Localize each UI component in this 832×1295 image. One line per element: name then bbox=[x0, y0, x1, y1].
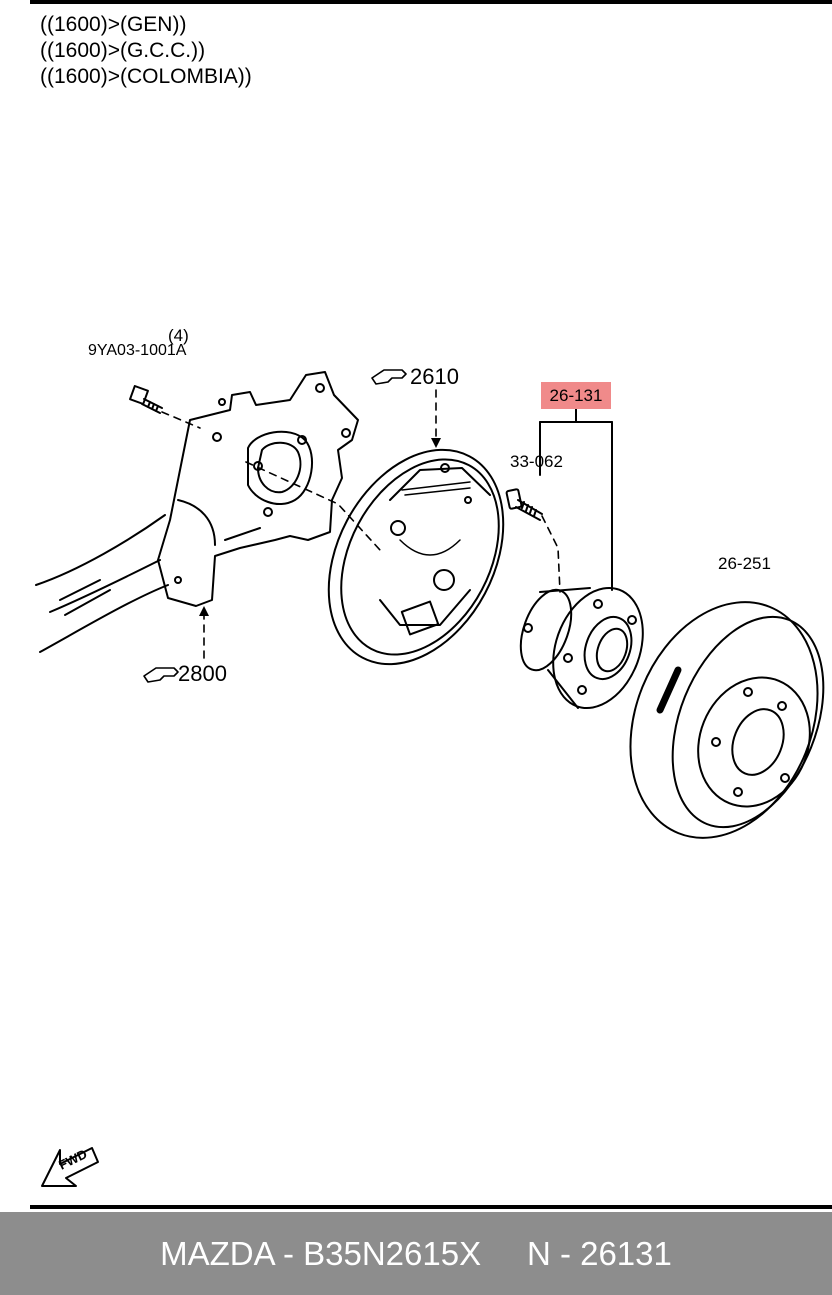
hub-assembly-label[interactable]: 26-131 bbox=[541, 382, 611, 409]
axle-beam bbox=[35, 514, 169, 653]
hand-icon-2610 bbox=[371, 369, 407, 385]
knuckle-ref-label[interactable]: 2800 bbox=[178, 661, 227, 686]
bolt-9ya03 bbox=[129, 385, 163, 414]
footer-brand-part: MAZDA - B35N2615X bbox=[160, 1234, 482, 1272]
hub-bolt-label: 33-062 bbox=[510, 452, 563, 471]
callout-bracket bbox=[539, 407, 613, 591]
backing-plate bbox=[327, 448, 505, 666]
backing-plate-ref-label[interactable]: 2610 bbox=[410, 364, 459, 389]
fwd-arrow bbox=[41, 1147, 99, 1187]
bolt-quantity-label: (4) bbox=[168, 326, 189, 345]
bottom-rule bbox=[30, 1205, 832, 1209]
leader-arrows bbox=[199, 438, 441, 616]
footer-bar: MAZDA - B35N2615X N - 26131 bbox=[0, 1212, 832, 1295]
applicability-header: ((1600)>(GEN)) ((1600)>(G.C.C.)) ((1600)… bbox=[40, 12, 252, 90]
brake-drum-label: 26-251 bbox=[718, 554, 771, 573]
header-line-3: ((1600)>(COLOMBIA)) bbox=[40, 65, 252, 88]
top-rule bbox=[30, 0, 832, 4]
leader-lines bbox=[161, 389, 561, 661]
knuckle bbox=[157, 371, 359, 607]
hand-icon-2800 bbox=[143, 667, 179, 683]
hub-bolt bbox=[505, 488, 543, 521]
header-line-2: ((1600)>(G.C.C.)) bbox=[40, 39, 206, 62]
brake-drum bbox=[629, 601, 825, 839]
bolt-part-label: 9YA03-1001A bbox=[88, 342, 187, 359]
header-line-1: ((1600)>(GEN)) bbox=[40, 13, 187, 36]
footer-ref: N - 26131 bbox=[526, 1234, 672, 1272]
hub-assembly bbox=[519, 586, 644, 710]
